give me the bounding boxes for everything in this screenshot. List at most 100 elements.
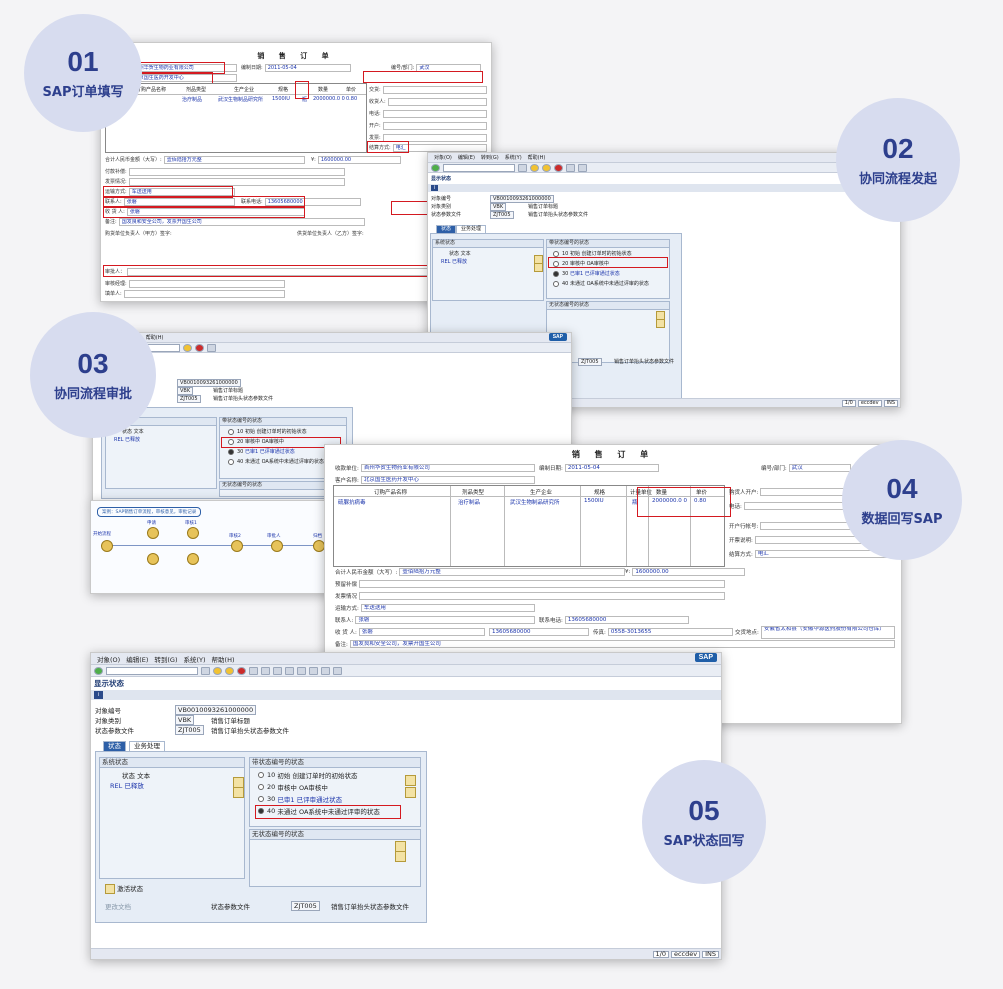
step-badge-03: 03 协同流程审批 xyxy=(30,312,156,438)
user-status-title: 带状态编号的状态 xyxy=(220,418,346,426)
sys-status-text: 已释放 xyxy=(124,782,144,790)
workflow-node-4[interactable] xyxy=(271,540,283,552)
scroll-down-icon[interactable] xyxy=(405,787,416,798)
col-maker-4: 生产企业 xyxy=(530,490,553,496)
dept-label-4: 编号/部门: xyxy=(761,466,787,472)
menu-goto[interactable]: 转到(G) xyxy=(480,155,499,161)
status-40-no: 40 xyxy=(267,807,276,815)
profile-bottom-desc: 销售订单抬头状态参数文件 xyxy=(331,903,409,911)
menu-object[interactable]: 对象(O) xyxy=(434,155,452,161)
status-10-no: 10 xyxy=(562,250,569,257)
first-page-icon[interactable] xyxy=(285,666,294,675)
obj-no-label: 对象编号 xyxy=(431,196,452,202)
menu-help[interactable]: 帮助(H) xyxy=(145,335,164,341)
amount-text-1: 壹佰陆拾万元整 xyxy=(163,155,305,164)
status-40-code: 未通过 xyxy=(569,281,585,287)
activate-label: 激活状态 xyxy=(117,885,144,893)
phone-1: 13605680000 xyxy=(264,197,361,206)
menu-bar: 对象(O) 编辑(E) 转到(G) 系统(Y) 帮助(H) xyxy=(91,653,721,665)
status-40-code: 未通过 xyxy=(244,459,260,465)
settle-label-4: 结算方式: xyxy=(729,552,753,558)
find-icon[interactable] xyxy=(578,163,587,172)
col-product-4: 订购产品名称 xyxy=(374,490,408,496)
phone-4: 13605680000 xyxy=(564,616,689,624)
scroll-down-icon[interactable] xyxy=(656,319,665,328)
save-icon[interactable] xyxy=(201,666,210,675)
workflow-node-2b[interactable] xyxy=(187,553,199,565)
status-20-code: 审核中 xyxy=(244,439,260,445)
product-cell-4: 硫脲抗病毒 xyxy=(338,500,366,506)
workflow-start-node[interactable] xyxy=(101,540,113,552)
exit-icon[interactable] xyxy=(225,666,234,675)
status-10-highlight xyxy=(221,437,341,448)
ship-highlight xyxy=(103,186,233,198)
next-page-icon[interactable] xyxy=(309,666,318,675)
workflow-node-2-label: 审核1 xyxy=(185,521,197,526)
print-icon[interactable] xyxy=(249,666,258,675)
activate-icon[interactable] xyxy=(105,884,115,894)
workflow-node-2[interactable] xyxy=(187,527,199,539)
info-icon[interactable]: i xyxy=(94,691,103,699)
maker-cell-4: 武汉生物制品研究所 xyxy=(510,500,560,506)
status-40-text: OA系统中未通过评审的状态 xyxy=(298,808,380,816)
back-icon[interactable] xyxy=(530,163,539,172)
command-field[interactable] xyxy=(443,163,515,172)
step-badge-01: 01 SAP订单填写 xyxy=(24,14,142,132)
cancel-icon[interactable] xyxy=(195,343,204,352)
enter-icon[interactable] xyxy=(431,163,440,172)
menu-help[interactable]: 帮助(H) xyxy=(211,655,235,664)
scroll-up-icon[interactable] xyxy=(405,775,416,786)
status-30-code: 已审1 xyxy=(569,271,584,277)
status-10-no: 10 xyxy=(237,428,244,435)
menu-edit[interactable]: 编辑(E) xyxy=(126,655,149,664)
back-icon[interactable] xyxy=(183,343,192,352)
workflow-node-3[interactable] xyxy=(231,540,243,552)
exit-icon[interactable] xyxy=(542,163,551,172)
cancel-icon[interactable] xyxy=(554,163,563,172)
save-icon[interactable] xyxy=(518,163,527,172)
sap-status-screenshot-5: 对象(O) 编辑(E) 转到(G) 系统(Y) 帮助(H) SAP 显示状态 i… xyxy=(90,652,722,960)
amount-text-4: 壹佰陆拾万元整 xyxy=(399,568,625,576)
customer-value-4: 北京国生医药开发中心 xyxy=(360,476,535,484)
scroll-down-icon[interactable] xyxy=(233,787,244,798)
price-cell-4: 0.80 xyxy=(694,498,707,504)
receiver-label-1: 收 货 人: xyxy=(105,209,125,215)
amount-4: 1600000.00 xyxy=(632,568,745,576)
order-items-table: 订购产品名称 剂品类型 生产企业 规格 数量 单价 硫脲抗病毒 治疗制品 武汉生… xyxy=(105,83,367,153)
no-number-title: 无状态编号的状态 xyxy=(220,482,346,490)
date-label-4: 编制日期: xyxy=(539,466,563,472)
step-02-label: 协同流程发起 xyxy=(858,171,937,187)
profile-bottom-label: 状态参数文件 xyxy=(211,903,250,911)
print-icon[interactable] xyxy=(566,163,575,172)
workflow-node-1[interactable] xyxy=(147,527,159,539)
back-icon[interactable] xyxy=(213,666,222,675)
menu-system[interactable]: 系统(Y) xyxy=(504,155,522,161)
find-next-icon[interactable] xyxy=(273,666,282,675)
scroll-down-icon[interactable] xyxy=(534,263,543,272)
prev-page-icon[interactable] xyxy=(297,666,306,675)
enter-icon[interactable] xyxy=(94,666,103,675)
menu-goto[interactable]: 转到(G) xyxy=(154,655,178,664)
menu-edit[interactable]: 编辑(E) xyxy=(457,155,475,161)
status-client: 1/0 xyxy=(652,951,669,958)
print-icon[interactable] xyxy=(207,343,216,352)
recv-phone-4: 13605680000 xyxy=(489,628,589,636)
change-docs[interactable]: 更改文档 xyxy=(105,903,131,911)
obj-type-label: 对象类别 xyxy=(431,204,452,210)
last-page-icon[interactable] xyxy=(321,666,330,675)
workflow-node-1-label: 申请 xyxy=(147,521,156,526)
menu-help[interactable]: 帮助(H) xyxy=(527,155,546,161)
cancel-icon[interactable] xyxy=(237,666,246,675)
menu-object[interactable]: 对象(O) xyxy=(97,655,121,664)
find-icon[interactable] xyxy=(261,666,270,675)
sys-status-code: REL xyxy=(114,437,124,443)
info-icon[interactable]: i xyxy=(431,185,438,191)
workflow-node-1b[interactable] xyxy=(147,553,159,565)
scroll-down-icon[interactable] xyxy=(395,851,406,862)
status-10-code: 初始 xyxy=(569,251,580,257)
menu-system[interactable]: 系统(Y) xyxy=(183,655,206,664)
dept-label: 编号/部门: xyxy=(391,65,415,71)
command-field[interactable] xyxy=(106,666,198,675)
help-icon[interactable] xyxy=(333,666,342,675)
status-10-text: 创建订单时的初始状态 xyxy=(256,429,307,435)
